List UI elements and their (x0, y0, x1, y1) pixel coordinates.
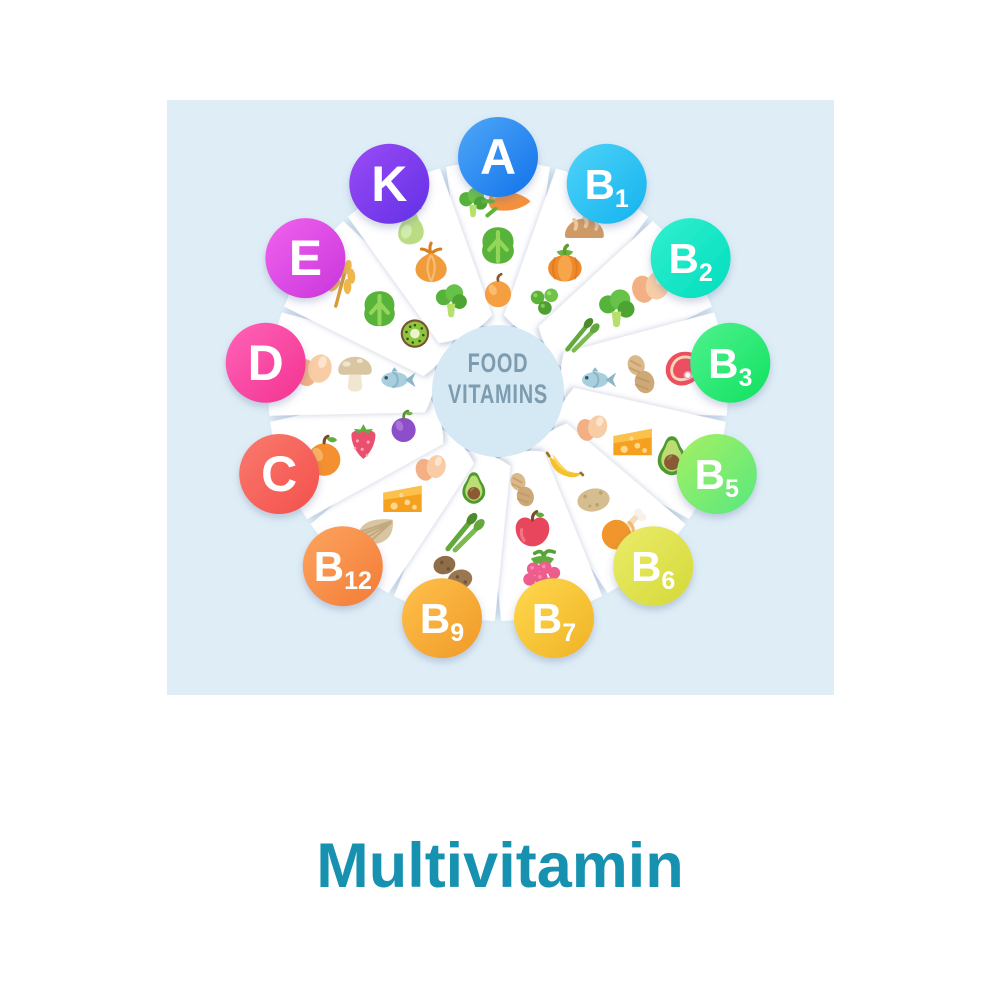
pumpkin-icon (548, 243, 582, 282)
vitamin-badge-E: E (265, 218, 346, 299)
svg-text:D: D (248, 335, 284, 391)
svg-text:E: E (289, 230, 322, 286)
svg-text:C: C (261, 446, 297, 502)
fish-icon (582, 367, 617, 389)
kiwi-icon (400, 319, 430, 348)
vitamin-badge-D: D (225, 322, 306, 403)
lettuce-icon (364, 291, 395, 327)
svg-text:A: A (480, 129, 516, 185)
center-circle (432, 325, 564, 457)
cheese-icon (383, 485, 422, 512)
asparagus-icon (565, 317, 600, 353)
vitamin-badge-B9: B9 (402, 578, 482, 659)
svg-text:B6: B6 (631, 543, 675, 595)
page-title: Multivitamin (316, 831, 684, 901)
vitamin-badge-B12: B12 (302, 526, 383, 607)
vitamin-badge-B5: B5 (676, 434, 757, 514)
vitamin-badge-K: K (349, 143, 430, 224)
potato-icon (577, 488, 610, 512)
vitamin-badge-B7: B7 (514, 578, 594, 659)
vitamin-badge-B6: B6 (613, 526, 694, 607)
peanut-icon (627, 355, 655, 394)
apricot-icon (484, 272, 512, 308)
lettuce-icon (482, 227, 514, 264)
asparagus-icon (445, 512, 485, 553)
vitamin-badge-A: A (458, 117, 538, 197)
peanut-icon (510, 472, 534, 507)
cheese-icon (613, 428, 652, 456)
fish-icon (381, 367, 416, 389)
avocado-icon (462, 472, 486, 504)
vitamin-badge-B3: B3 (690, 322, 771, 403)
vitamin-badge-B1: B1 (566, 143, 647, 224)
egg-icon (577, 415, 608, 441)
peas-icon (530, 288, 559, 315)
center-label-line2: VITAMINS (448, 379, 548, 410)
center-label-line1: FOOD (468, 348, 529, 379)
svg-text:K: K (371, 156, 407, 212)
vitamin-badge-C: C (239, 434, 320, 514)
bread-icon (564, 215, 604, 238)
plum-icon (391, 409, 416, 443)
mushroom-icon (338, 356, 372, 392)
egg-icon (415, 455, 446, 481)
apple-icon (515, 510, 550, 547)
broccoli-icon (435, 284, 467, 318)
vitamin-badge-B2: B2 (650, 218, 731, 299)
broccoli-icon (599, 289, 635, 328)
strawberry-icon (351, 424, 376, 459)
onion-icon (415, 241, 447, 283)
banana-icon (545, 451, 585, 478)
